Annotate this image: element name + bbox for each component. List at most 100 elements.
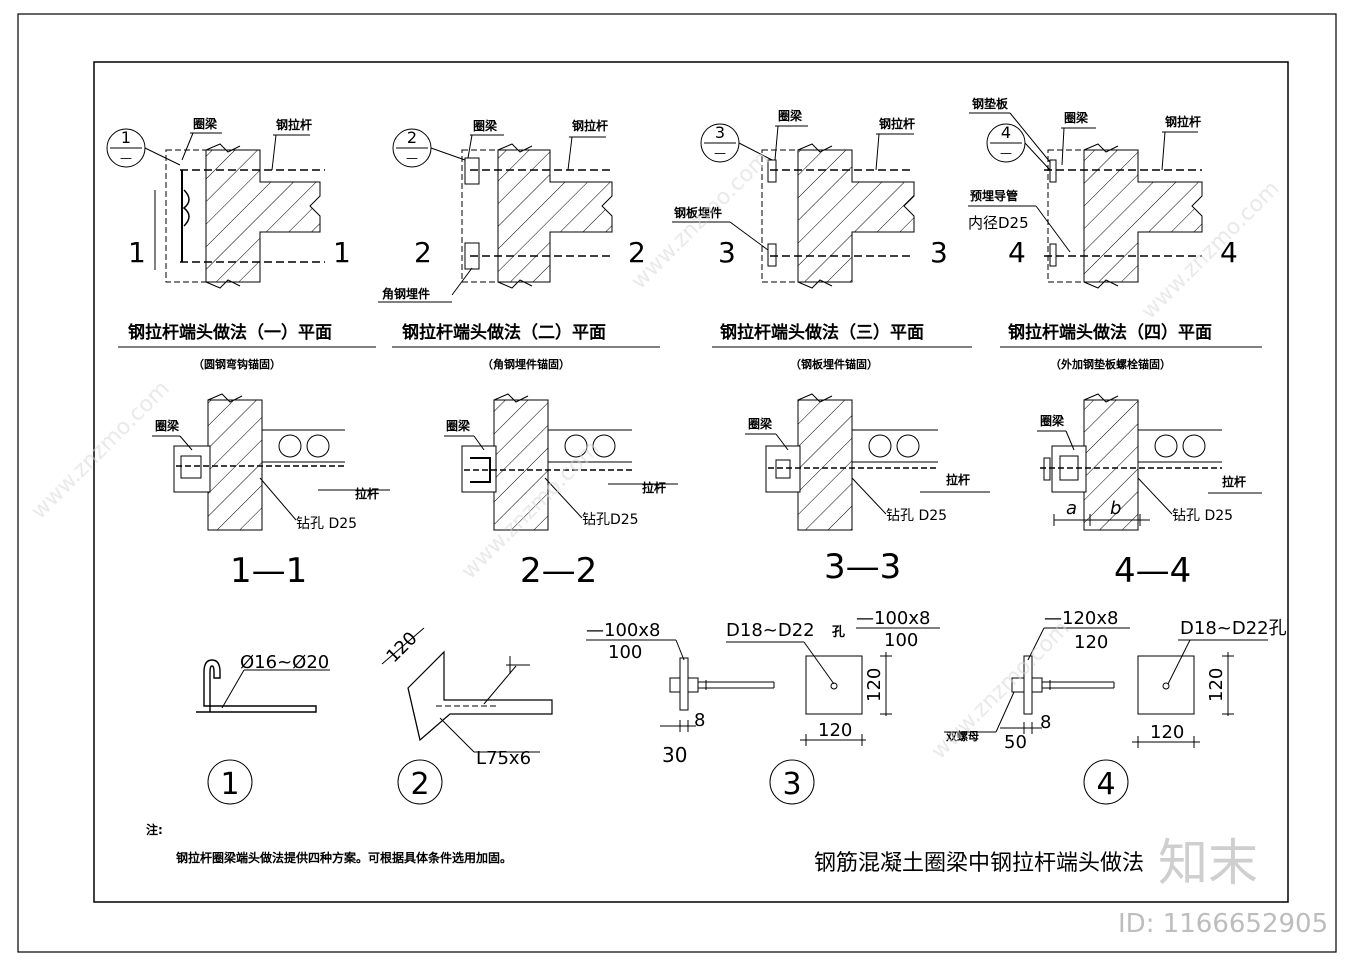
- plate-spec: —100x8: [586, 620, 660, 641]
- hole-spec: D18~D22孔: [1180, 618, 1287, 639]
- detail-marker: 4: [1096, 767, 1115, 802]
- hole-suffix: 孔: [832, 625, 845, 640]
- steel-rod-label: 钢拉杆: [879, 116, 915, 131]
- plate-height: 120: [864, 668, 885, 702]
- ring-beam-label: 圈梁: [446, 418, 470, 433]
- plan-subtitle: （圆钢弯钩锚固）: [193, 357, 281, 371]
- section-mark-left: 4: [1008, 236, 1026, 269]
- ring-beam-label: 圈梁: [1064, 110, 1088, 125]
- section-title: 3—3: [824, 547, 901, 587]
- watermark-site: www.znzmo.com: [927, 616, 1075, 764]
- plate-thickness: 8: [694, 710, 705, 731]
- nut-offset: 30: [662, 743, 687, 767]
- ring-beam-label: 圈梁: [778, 108, 802, 123]
- plan-subtitle: （外加钢垫板螺栓锚固）: [1050, 357, 1171, 371]
- plate-spec: —120x8: [1044, 608, 1118, 629]
- section-mark-right: 1: [333, 236, 351, 269]
- section-title: 2—2: [520, 551, 597, 591]
- drawing-title: 钢筋混凝土圈梁中钢拉杆端头做法: [814, 851, 1144, 876]
- ring-beam-label: 圈梁: [193, 116, 217, 131]
- detail-3: —100x8 100 8 30 D18~D22 孔 —100x8 100 120…: [586, 608, 940, 805]
- steel-rod-label: 钢拉杆: [572, 118, 608, 133]
- svg-text:—: —: [714, 146, 726, 160]
- ring-beam-label: 圈梁: [1040, 413, 1064, 428]
- plan-3: 3 — 圈梁 钢拉杆 钢板埋件 3 3 钢拉杆端头做法（三）平面 （钢板埋件锚固…: [672, 108, 972, 371]
- rebar-spec: Ø16~Ø20: [240, 652, 329, 673]
- plan-4: 钢垫板 4 — 圈梁 钢拉杆 预埋导管 内径D25 4 4 钢拉杆端头做法（四）…: [968, 96, 1262, 371]
- rod-label: 拉杆: [1222, 474, 1246, 489]
- watermark-site: www.znzmo.com: [27, 376, 175, 524]
- nut-offset: 50: [1004, 732, 1027, 753]
- plan-marker: 1: [121, 128, 131, 147]
- hole-label: 钻孔 D25: [886, 508, 947, 524]
- section-4-4: 圈梁 拉杆 a b 钻孔 D25 4—4: [1037, 393, 1262, 591]
- watermark-id: ID: 1166652905: [1118, 909, 1328, 939]
- rod-label: 拉杆: [355, 486, 379, 501]
- hole-label: 钻孔 D25: [296, 516, 357, 532]
- plate-spec-2: —100x8: [856, 608, 930, 629]
- detail-marker: 3: [782, 767, 801, 802]
- section-mark-left: 3: [718, 236, 736, 269]
- detail-marker: 1: [220, 767, 239, 802]
- hole-spec: D18~D22: [726, 620, 815, 641]
- conduit-label: 预埋导管: [970, 188, 1018, 203]
- detail-4: —120x8 120 8 50 双螺母 D18~D22孔 120 120 4: [944, 608, 1287, 805]
- hole-label: 钻孔 D25: [1172, 508, 1233, 524]
- steel-rod-label: 钢拉杆: [276, 117, 312, 132]
- section-title: 4—4: [1114, 551, 1191, 591]
- ring-beam-label: 圈梁: [473, 118, 497, 133]
- plan-1: 1 — 圈梁 钢拉杆 1 1 钢拉杆端头做法（一）平面 （圆钢弯钩锚固）: [106, 116, 376, 371]
- detail-marker: 2: [410, 767, 429, 802]
- svg-text:—: —: [406, 151, 418, 165]
- plan-subtitle: （钢板埋件锚固）: [790, 357, 878, 371]
- plate-embed-label: 钢板埋件: [674, 205, 722, 220]
- angle-spec: L75x6: [476, 748, 531, 769]
- plan-title: 钢拉杆端头做法（一）平面: [128, 322, 332, 343]
- note-text: 钢拉杆圈梁端头做法提供四种方案。可根据具体条件选用加固。: [176, 850, 512, 865]
- outer-frame: [17, 13, 1337, 953]
- angle-dim: 120: [382, 628, 421, 667]
- section-3-3: 圈梁 拉杆 钻孔 D25 3—3: [745, 393, 990, 587]
- plate-width: 120: [1150, 722, 1184, 743]
- angle-embed-label: 角钢埋件: [382, 286, 430, 301]
- rod-label: 拉杆: [642, 480, 666, 495]
- plan-2: 2 — 圈梁 钢拉杆 2 2 角钢埋件 钢拉杆端头做法（二）平面 （角钢埋件锚固…: [378, 118, 660, 371]
- section-1-1: 圈梁 拉杆 钻孔 D25 1—1: [152, 393, 390, 591]
- conduit-diameter-label: 内径D25: [968, 214, 1029, 232]
- section-mark-right: 3: [930, 236, 948, 269]
- plate-thickness: 8: [1040, 712, 1051, 733]
- plate-height: 120: [1206, 668, 1227, 702]
- section-2-2: 圈梁 拉杆 钻孔D25 2—2: [444, 393, 678, 591]
- plate-width: 120: [818, 720, 852, 741]
- detail-1: Ø16~Ø20 1: [196, 652, 330, 805]
- section-mark-right: 2: [628, 236, 646, 269]
- dim-b: b: [1110, 498, 1121, 519]
- section-title: 1—1: [230, 551, 307, 591]
- plan-title: 钢拉杆端头做法（三）平面: [720, 322, 924, 343]
- rod-label: 拉杆: [946, 472, 970, 487]
- plan-subtitle: （角钢埋件锚固）: [482, 357, 570, 371]
- steel-rod-label: 钢拉杆: [1165, 114, 1201, 129]
- plan-marker: 3: [715, 123, 725, 142]
- plate-spec-sub: 100: [608, 642, 642, 663]
- section-mark-left: 2: [414, 236, 432, 269]
- plan-title: 钢拉杆端头做法（四）平面: [1008, 322, 1212, 343]
- detail-2: 120 L75x6 2: [381, 627, 553, 805]
- note-label: 注:: [146, 822, 163, 837]
- brand-logo-text: 知末: [1158, 834, 1258, 892]
- watermark-site: www.znzmo.com: [627, 146, 775, 294]
- steel-pad-label: 钢垫板: [972, 96, 1009, 111]
- section-mark-right: 4: [1220, 236, 1238, 269]
- plan-title: 钢拉杆端头做法（二）平面: [402, 322, 606, 343]
- dim-a: a: [1066, 498, 1077, 519]
- plan-marker: 4: [1001, 123, 1011, 142]
- ring-beam-label: 圈梁: [748, 416, 772, 431]
- ring-beam-label: 圈梁: [155, 418, 179, 433]
- svg-text:—: —: [120, 151, 132, 165]
- inner-frame: [93, 61, 1289, 903]
- plate-spec-2-sub: 100: [884, 630, 918, 651]
- plan-marker: 2: [407, 128, 417, 147]
- svg-text:—: —: [1000, 146, 1012, 160]
- plate-spec-sub: 120: [1074, 632, 1108, 653]
